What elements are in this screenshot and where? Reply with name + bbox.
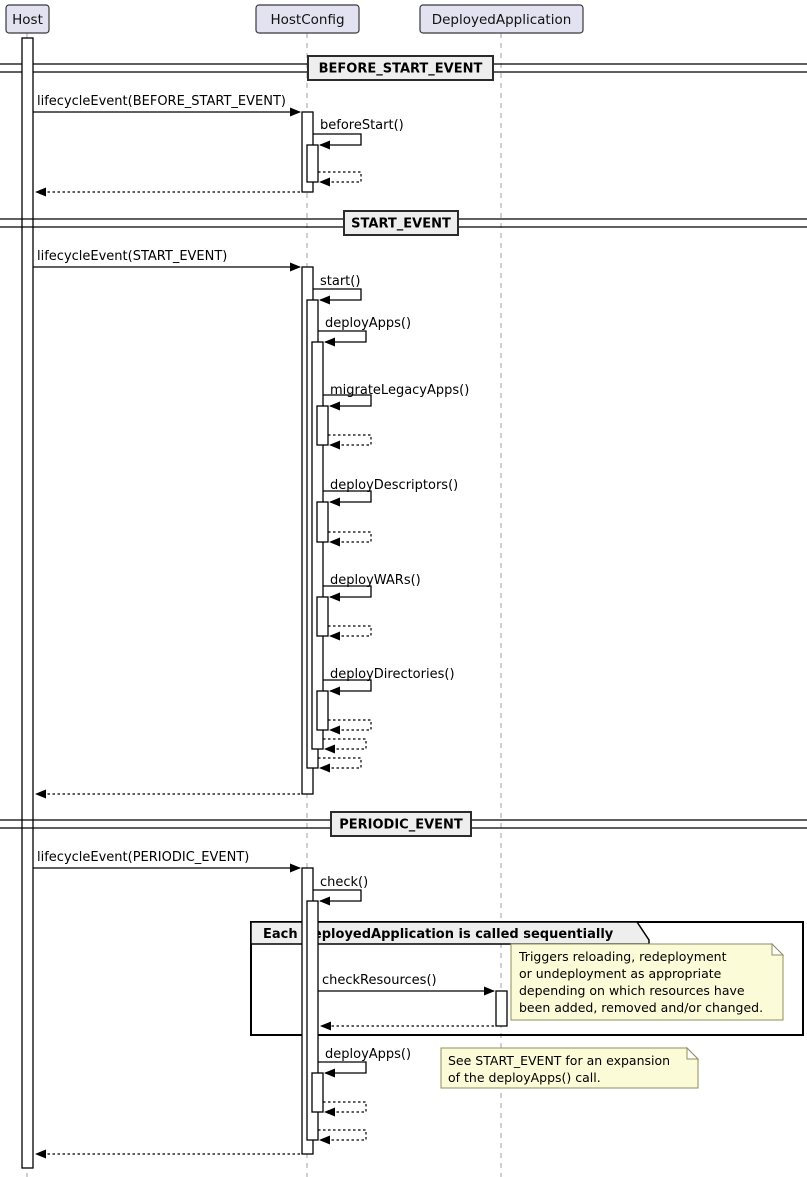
message-deployapps-self-call: deployApps() — [318, 316, 411, 347]
participant-hostconfig[interactable]: HostConfig — [255, 4, 360, 34]
message-lifecycle-start-event: lifecycleEvent(START_EVENT) — [33, 249, 301, 272]
message-label: lifecycleEvent(START_EVENT) — [37, 249, 227, 264]
participant-label: HostConfig — [270, 12, 344, 28]
message-before-start-self-return — [318, 171, 362, 187]
message-deployapps-periodic-self-return — [323, 1101, 367, 1117]
activation-hostconfig-deployapps — [311, 341, 324, 750]
message-label: deployApps() — [325, 1047, 411, 1062]
message-label: deployDescriptors() — [330, 478, 458, 493]
message-migratelegacyapps-self-return — [328, 434, 372, 450]
note-line: See START_EVENT for an expansion — [448, 1053, 670, 1068]
note-line: been added, removed and/or changed. — [519, 1000, 763, 1015]
message-lifecycle-before-start-event: lifecycleEvent(BEFORE_START_EVENT) — [33, 94, 301, 117]
message-label: checkResources() — [322, 973, 437, 988]
activation-hostconfig-deployapps-periodic — [311, 1072, 324, 1113]
divider-label: START_EVENT — [351, 217, 451, 232]
message-label: deployWARs() — [330, 573, 421, 588]
activation-hostconfig-beforestart-self — [306, 144, 319, 183]
divider-label: PERIODIC_EVENT — [339, 818, 463, 833]
message-migratelegacyapps-self-call: migrateLegacyApps() — [323, 383, 469, 411]
lifelines-group — [26, 33, 502, 1177]
participant-label: Host — [12, 12, 43, 28]
message-label: check() — [320, 875, 368, 890]
divider-start-event: START_EVENT — [0, 210, 807, 236]
note-line: or undeployment as appropriate — [519, 966, 722, 981]
message-start-self-return — [318, 757, 362, 773]
note-check-resources: Triggers reloading, redeployment or unde… — [510, 942, 785, 1021]
message-label: start() — [320, 274, 360, 289]
activation-host-root — [21, 37, 34, 1169]
message-label: deployDirectories() — [330, 667, 455, 682]
activation-hostconfig-deploydescriptors — [316, 501, 329, 543]
message-lifecycle-periodic-event: lifecycleEvent(PERIODIC_EVENT) — [33, 850, 301, 873]
message-check-self-call: check() — [313, 875, 368, 906]
message-deploydirectories-self-return — [328, 719, 372, 735]
group-title: Each DeployedApplication is called seque… — [263, 927, 614, 942]
message-label: lifecycleEvent(PERIODIC_EVENT) — [37, 850, 249, 865]
activation-deployedapplication-checkresources — [495, 990, 508, 1027]
activation-bars-start-event — [301, 266, 329, 795]
message-deploydirectories-self-call: deployDirectories() — [323, 667, 455, 696]
group-each-deployedapplication: Each DeployedApplication is called seque… — [250, 921, 804, 1036]
participant-box[interactable] — [419, 4, 584, 34]
divider-periodic-event: PERIODIC_EVENT — [0, 811, 807, 837]
participant-box[interactable] — [255, 4, 360, 34]
activation-hostconfig-deploywars — [316, 596, 329, 637]
message-label: beforeStart() — [320, 118, 404, 133]
message-deployapps-self-return — [323, 738, 367, 754]
activation-hostconfig-check-self — [306, 900, 319, 1141]
participant-host[interactable]: Host — [5, 4, 50, 34]
message-deploydescriptors-self-return — [328, 531, 372, 547]
message-before-start-self-call: beforeStart() — [313, 118, 404, 150]
divider-label: BEFORE_START_EVENT — [319, 62, 483, 77]
message-deployapps-periodic-self-call: deployApps() — [318, 1047, 411, 1078]
message-deploywars-self-return — [328, 625, 372, 641]
note-deploy-apps: See START_EVENT for an expansion of the … — [440, 1046, 700, 1089]
participant-deployedapplication[interactable]: DeployedApplication — [419, 4, 584, 34]
message-deploywars-self-call: deployWARs() — [323, 573, 421, 602]
message-check-self-return — [318, 1129, 367, 1145]
message-label: deployApps() — [325, 316, 411, 331]
note-line: depending on which resources have — [519, 983, 745, 998]
participant-box[interactable] — [5, 4, 50, 34]
activation-bars-before-start — [21, 37, 319, 1169]
message-deploydescriptors-self-call: deployDescriptors() — [323, 478, 458, 507]
divider-before-start-event: BEFORE_START_EVENT — [0, 55, 807, 81]
note-line: Triggers reloading, redeployment — [518, 949, 727, 964]
participant-label: DeployedApplication — [432, 12, 572, 28]
note-line: of the deployApps() call. — [448, 1070, 601, 1085]
activation-hostconfig-migratelegacyapps — [316, 405, 329, 446]
message-start-self-call: start() — [313, 274, 362, 305]
activation-bars-periodic-event — [301, 867, 508, 1155]
message-label: migrateLegacyApps() — [330, 383, 469, 398]
message-check-resources: checkResources() — [318, 973, 495, 996]
message-label: lifecycleEvent(BEFORE_START_EVENT) — [37, 94, 286, 109]
activation-hostconfig-deploydirectories — [316, 690, 329, 731]
